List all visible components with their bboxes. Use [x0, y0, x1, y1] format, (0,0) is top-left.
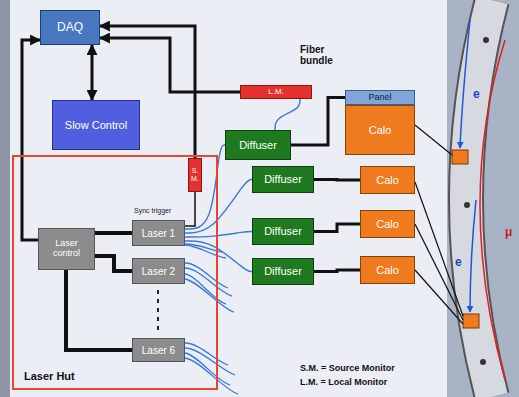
box-label: Diffuser: [264, 265, 302, 277]
electron-path: [470, 200, 476, 312]
signal-label: Sync trigger: [134, 207, 171, 215]
laser-hut-region: Laser Hut S.M. Laser control Laser 1 Laser 2…: [12, 155, 218, 390]
fiber-connector: [185, 232, 252, 238]
laser-control-box: Laser control: [38, 228, 95, 270]
laser-box: Laser 6: [132, 338, 185, 362]
source-monitor-box: S.M.: [188, 158, 202, 192]
box-label: Laser 2: [142, 266, 175, 277]
region-title: Laser Hut: [24, 370, 75, 382]
ring-outline: [466, 0, 492, 397]
laser-box: Laser 2: [132, 258, 185, 284]
local-monitor-box: L.M.: [240, 85, 312, 99]
electron-path: [460, 20, 470, 148]
box-label: Laser 1: [142, 228, 175, 239]
calo-leader: [415, 224, 463, 320]
ring-dot: [483, 37, 489, 43]
calo-leader: [415, 125, 452, 155]
fiber: [185, 245, 226, 258]
part-label: Fiber bundle: [300, 44, 348, 66]
cable-connector: [314, 178, 360, 182]
cable-connector: [314, 270, 360, 272]
box-label: Diffuser: [264, 225, 302, 237]
box-label: Laser 6: [142, 345, 175, 356]
fiber: [185, 353, 230, 385]
slow-control-box: Slow Control: [52, 100, 140, 150]
loose-fibers: [185, 244, 238, 394]
cable-connector: [291, 98, 345, 146]
box-label: Diffuser: [264, 173, 302, 185]
cable-connector: [91, 45, 94, 100]
cable-connector: [100, 38, 240, 92]
side-strip: [0, 0, 10, 397]
fiber: [185, 343, 228, 365]
daq-box: DAQ: [40, 10, 100, 45]
ring-dot: [464, 202, 470, 208]
calo-leader: [415, 182, 463, 316]
muon-path: [480, 40, 505, 380]
diffuser-box: Diffuser: [225, 130, 291, 160]
box-label: Calo: [376, 174, 399, 186]
particle-label: μ: [505, 226, 512, 239]
ring-band: [466, 0, 492, 397]
box-label: Calo: [369, 124, 392, 136]
cable-connector: [314, 224, 360, 232]
cable-connector: [185, 192, 195, 226]
fiber-connector: [185, 145, 225, 229]
box-label: L.M.: [268, 88, 284, 97]
particle-label: e: [455, 256, 462, 269]
box-label: Calo: [376, 218, 399, 230]
calo-box: Calo: [360, 166, 415, 194]
box-label: Slow Control: [65, 119, 127, 131]
key-note: L.M. = Local Monitor: [300, 378, 387, 388]
box-label: Diffuser: [239, 139, 277, 151]
panel-box: Panel: [345, 90, 415, 105]
calo-box: Calo: [345, 105, 415, 155]
box-label: Laser control: [41, 239, 92, 259]
calo-box: Calo: [360, 256, 415, 284]
cable-connector: [22, 40, 40, 240]
calo-box: Calo: [360, 210, 415, 238]
fiber-connector: [185, 241, 252, 272]
cable-connector: [95, 231, 132, 235]
diffuser-box: Diffuser: [252, 258, 314, 285]
ring-calo: [463, 314, 479, 328]
fiber-connector: [275, 99, 300, 130]
fiber: [185, 279, 234, 312]
particle-label: e: [473, 88, 480, 101]
box-label: S.M.: [189, 167, 201, 182]
fiber: [185, 274, 226, 304]
ring-photo: [447, 0, 519, 397]
ellipsis-dash: [157, 290, 159, 332]
fiber: [185, 263, 228, 288]
laser-box: Laser 1: [132, 220, 185, 246]
cable-connector: [95, 256, 132, 271]
diffuser-box: Diffuser: [252, 218, 314, 245]
key-note: S.M. = Source Monitor: [300, 364, 395, 374]
calo-leader: [415, 270, 463, 324]
ring-dot: [480, 359, 486, 365]
ring-calo: [452, 150, 468, 164]
box-label: Panel: [368, 93, 391, 103]
box-label: DAQ: [57, 21, 83, 34]
diffuser-box: Diffuser: [252, 166, 314, 193]
box-label: Calo: [376, 264, 399, 276]
cable-connector: [66, 270, 132, 350]
